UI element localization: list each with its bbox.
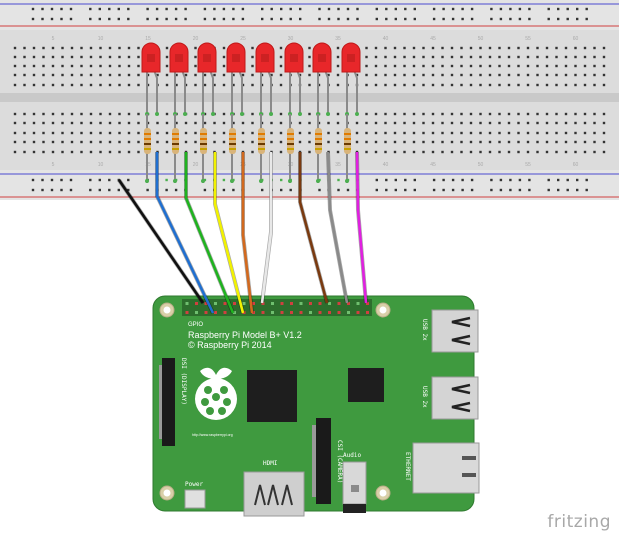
resistor [172, 114, 179, 183]
jumper-wires [117, 151, 368, 314]
wire-yellow[interactable] [213, 152, 245, 314]
column-number: 25 [240, 36, 246, 42]
column-number: 55 [525, 36, 531, 42]
csi-label: CSI (CAMERA) [336, 440, 343, 483]
led [284, 42, 304, 116]
column-number: 10 [98, 162, 104, 168]
column-number: 20 [193, 36, 199, 42]
wire-brown[interactable] [298, 152, 329, 304]
wire-blue[interactable] [155, 152, 215, 314]
column-number: 5 [52, 36, 55, 42]
column-number: 55 [525, 162, 531, 168]
column-number: 20 [193, 162, 199, 168]
raspberry-pi-logo [195, 367, 237, 420]
dsi-connector [162, 358, 175, 446]
raspberry-pi-board: GPIO Raspberry Pi Model B+ V1.2 © Raspbe… [152, 295, 480, 517]
usb-port-2 [431, 376, 479, 420]
column-number: 15 [145, 162, 151, 168]
column-number: 45 [430, 162, 436, 168]
ethernet-port [412, 442, 480, 494]
audio-jack [342, 461, 367, 513]
column-number: 40 [383, 162, 389, 168]
usb2-label: USB 2x [421, 386, 428, 408]
resistor [144, 114, 151, 183]
wire-white[interactable] [260, 152, 273, 304]
wire-gray[interactable] [326, 151, 349, 304]
column-number: 15 [145, 36, 151, 42]
led [169, 42, 189, 116]
csi-connector [316, 418, 331, 504]
column-number: 35 [335, 36, 341, 42]
resistor [200, 114, 207, 183]
board-url: http://www.raspberrypi.org [192, 433, 233, 437]
column-number: 60 [573, 162, 579, 168]
led [141, 42, 161, 116]
fritzing-watermark: fritzing [547, 512, 611, 532]
ethernet-label: ETHERNET [404, 452, 411, 481]
resistor [287, 114, 294, 183]
power-label: Power [185, 481, 203, 488]
dsi-label: DSI (DISPLAY) [180, 358, 187, 405]
resistor [344, 114, 351, 183]
board-title: Raspberry Pi Model B+ V1.2 [188, 330, 302, 340]
usb-controller-chip [348, 368, 384, 402]
column-number: 30 [288, 36, 294, 42]
wire-magenta[interactable] [355, 151, 368, 304]
led [255, 42, 275, 116]
gpio-label: GPIO [188, 322, 203, 328]
usb1-label: USB 2x [421, 319, 428, 341]
resistor [315, 114, 322, 183]
column-number: 10 [98, 36, 104, 42]
wire-orange[interactable] [241, 152, 254, 314]
column-number: 5 [52, 162, 55, 168]
column-number: 35 [335, 162, 341, 168]
usb-port-1 [431, 309, 479, 353]
wire-ground[interactable] [117, 179, 205, 304]
power-port [184, 489, 206, 509]
soc-chip [247, 370, 297, 422]
led [226, 42, 246, 116]
audio-label: Audio [343, 452, 361, 459]
board-copyright: © Raspberry Pi 2014 [188, 340, 272, 350]
led [341, 42, 361, 116]
column-number: 45 [430, 36, 436, 42]
led [197, 42, 217, 116]
resistor [229, 114, 236, 183]
column-number: 50 [478, 36, 484, 42]
resistor-array [144, 114, 351, 183]
wire-green[interactable] [184, 152, 235, 314]
column-number: 40 [383, 36, 389, 42]
column-number: 60 [573, 36, 579, 42]
hdmi-port [243, 471, 305, 517]
resistor [258, 114, 265, 183]
column-number: 50 [478, 162, 484, 168]
hdmi-label: HDMI [263, 460, 278, 467]
